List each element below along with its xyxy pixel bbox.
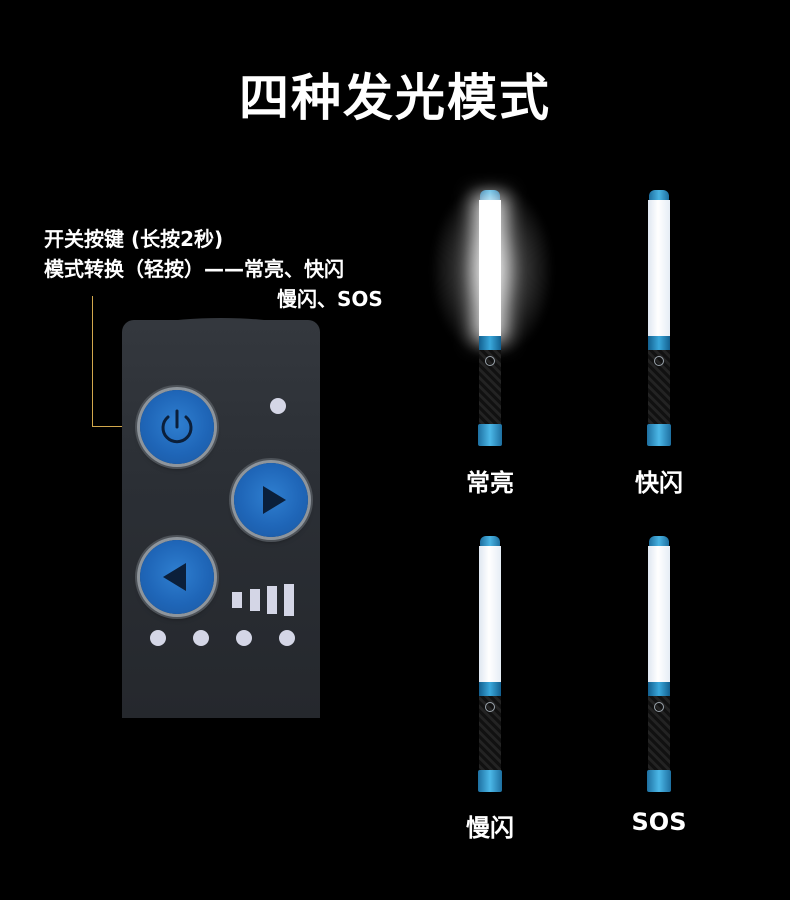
mode-label-fast-flash: 快闪 (635, 469, 683, 497)
mode-next-button[interactable] (234, 463, 308, 537)
power-icon (161, 409, 193, 444)
annotation-line-3: 慢闪、SOS (277, 287, 383, 311)
annotation-line-1: 开关按键 (长按2秒) (44, 227, 224, 251)
mode-label-steady: 常亮 (466, 469, 514, 497)
mode-label-sos: SOS (631, 808, 687, 836)
indicator-dot-4 (279, 630, 295, 646)
light-stick-steady (478, 190, 502, 446)
leader-line-vertical (92, 296, 93, 426)
annotation-line-2: 模式转换（轻按）——常亮、快闪 (44, 257, 344, 281)
mode-prev-button[interactable] (140, 540, 214, 614)
play-right-icon (263, 486, 286, 514)
indicator-dot-3 (236, 630, 252, 646)
indicator-dot-1 (150, 630, 166, 646)
mode-label-slow-flash: 慢闪 (466, 814, 514, 842)
page-title: 四种发光模式 (239, 69, 551, 127)
light-stick-fast-flash (647, 190, 671, 446)
indicator-dot-top (270, 398, 286, 414)
indicator-dot-2 (193, 630, 209, 646)
power-button[interactable] (140, 390, 214, 464)
light-stick-slow-flash (478, 536, 502, 792)
light-stick-sos (647, 536, 671, 792)
signal-bar-1 (232, 592, 242, 608)
signal-bar-2 (250, 589, 260, 611)
leader-line-horizontal (92, 426, 140, 427)
play-left-icon (163, 563, 186, 591)
signal-bar-4 (284, 584, 294, 616)
signal-bar-3 (267, 586, 277, 614)
power-button-annotation: 开关按键 (长按2秒) 模式转换（轻按）——常亮、快闪 慢闪、SOS (44, 224, 383, 314)
